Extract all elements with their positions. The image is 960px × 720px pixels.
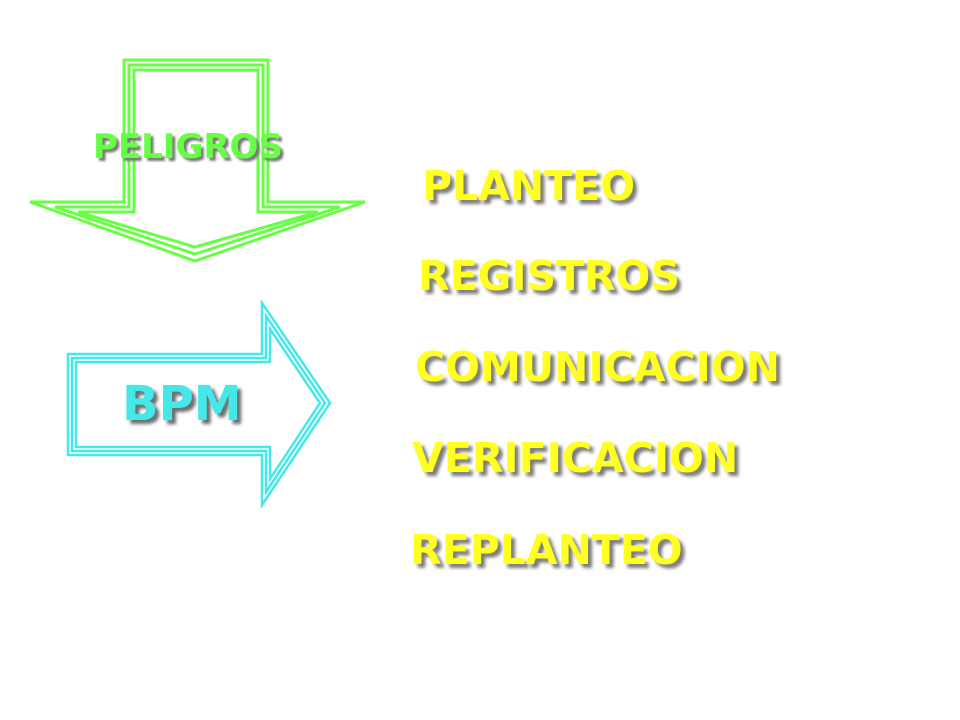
step-verificacion: VERIFICACION (412, 434, 739, 482)
bpm-arrow-outline-outer (66, 298, 332, 510)
hazard-arrow-outline-inner (77, 68, 319, 249)
step-comunicacion: COMUNICACION (415, 343, 780, 391)
bpm-right-arrow (66, 298, 332, 510)
hazard-arrow-label: PELIGROS (93, 127, 283, 167)
hazard-arrow-outline-outer (29, 58, 366, 263)
step-registros: REGISTROS (418, 252, 680, 300)
hazard-down-arrow (29, 58, 366, 263)
hazard-arrow-outline-middle (54, 63, 341, 256)
bpm-arrow-label: BPM (122, 376, 242, 432)
step-planteo: PLANTEO (422, 162, 636, 210)
step-replanteo: REPLANTEO (410, 526, 683, 574)
bpm-arrow-outline-inner (74, 324, 322, 484)
bpm-arrow-outline-middle (70, 311, 327, 497)
